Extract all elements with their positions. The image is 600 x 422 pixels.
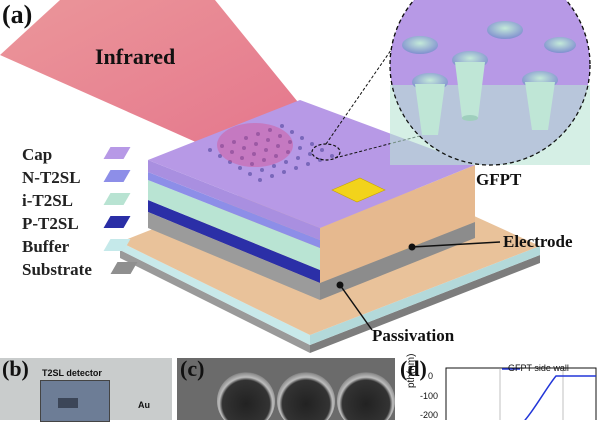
photon-trapping-hole-array — [208, 124, 334, 182]
legend-item: i-T2SL — [22, 191, 142, 214]
cone-holes — [402, 21, 576, 135]
buffer-layer — [120, 242, 310, 345]
legend-swatch — [103, 193, 131, 205]
legend-swatch — [103, 147, 131, 159]
legend-label: Cap — [22, 145, 53, 164]
legend-item: P-T2SL — [22, 214, 142, 237]
plot-legend-label: GFPT side wall — [508, 363, 569, 373]
substrate-layer — [120, 250, 310, 353]
sem-hole — [337, 372, 395, 420]
n-t2sl-layer — [148, 172, 320, 248]
panel-d-label: (d) — [400, 356, 427, 381]
mesa-right-face — [320, 165, 475, 283]
legend-label: Buffer — [22, 237, 70, 256]
legend-label: i-T2SL — [22, 191, 74, 210]
panel-c: (c) — [177, 358, 395, 420]
panel-c-label: (c) — [180, 358, 205, 381]
gfpt-label: GFPT — [476, 170, 522, 189]
legend-swatch — [103, 239, 131, 251]
electrode-label: Electrode — [503, 232, 573, 251]
passivation-callout-line — [339, 284, 373, 331]
sem-hole — [277, 372, 335, 420]
zoom-line-top — [325, 39, 399, 145]
legend-item: Cap — [22, 145, 142, 168]
y-tick-label: -100 — [420, 391, 439, 401]
panel-b-label: (b) — [2, 356, 29, 381]
device-illustration — [0, 0, 591, 353]
au-label: Au — [138, 400, 150, 410]
electrode-callout-line — [411, 241, 501, 248]
gfpt-side-wall-curve — [524, 375, 596, 420]
y-tick-label: 0 — [428, 371, 434, 381]
mesa-base-left — [148, 212, 320, 300]
legend-label: N-T2SL — [22, 168, 81, 187]
i-t2sl-layer — [148, 180, 320, 270]
sem-hole — [217, 372, 275, 420]
panel-a: (a) — [0, 0, 591, 353]
detector-pad — [58, 398, 78, 408]
panel-d: (d) pth(nm) GFPT side wall 0 -100 -200 — [398, 354, 600, 420]
top-electrode — [331, 177, 386, 203]
legend-swatch — [110, 262, 138, 274]
passivation-label: Passivation — [372, 326, 455, 345]
profile-plot — [445, 367, 597, 420]
p-t2sl-layer — [148, 200, 320, 283]
mesa-right-base — [320, 222, 475, 300]
legend-swatch — [103, 216, 131, 228]
t2sl-detector-label: T2SL detector — [42, 368, 102, 378]
legend-swatch — [103, 170, 131, 182]
legend-item: N-T2SL — [22, 168, 142, 191]
infrared-label: Infrared — [95, 44, 176, 69]
cap-layer-left — [148, 160, 320, 240]
substrate-layer-right — [310, 255, 540, 353]
panel-b: (b) T2SL detector Au — [0, 356, 172, 422]
buffer-layer-right — [310, 246, 540, 345]
beam-spot — [217, 123, 293, 167]
panel-a-label: (a) — [2, 0, 33, 29]
y-tick-label: -200 — [420, 410, 439, 420]
legend-label: P-T2SL — [22, 214, 79, 233]
cap-top — [148, 100, 475, 228]
legend-label: Substrate — [22, 260, 92, 279]
legend-item: Buffer — [22, 237, 142, 260]
layer-legend: Cap N-T2SL i-T2SL P-T2SL Buffer Substrat… — [22, 145, 142, 283]
gfpt-zoom-circle — [389, 0, 591, 166]
legend-item: Substrate — [22, 260, 142, 283]
